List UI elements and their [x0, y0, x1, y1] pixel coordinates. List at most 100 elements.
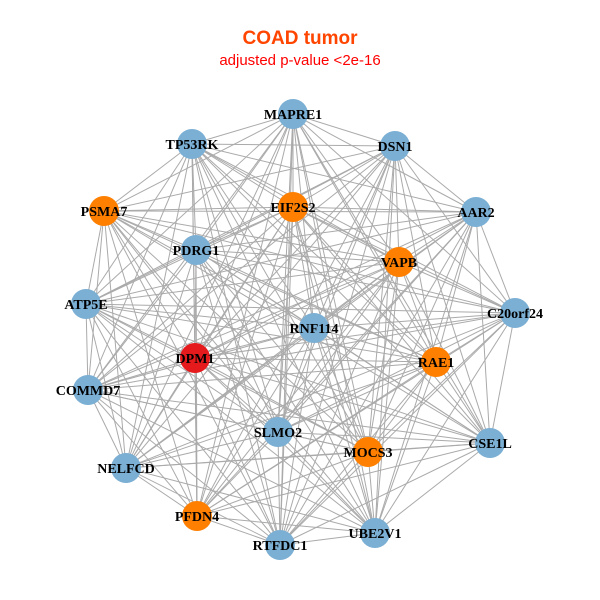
node-CSE1L: CSE1L [468, 428, 512, 458]
edge-DPM1-PFDN4 [194, 357, 198, 517]
edge-VAPB-COMMD7 [87, 261, 400, 391]
edge-MAPRE1-NELFCD [125, 113, 294, 469]
edge-SLMO2-NELFCD [125, 431, 279, 469]
node-label: VAPB [381, 256, 417, 271]
edge-PDRG1-UBE2V1 [195, 249, 376, 534]
edge-CSE1L-UBE2V1 [374, 442, 491, 534]
edge-DSN1-RNF114 [313, 145, 396, 329]
edge-DSN1-PSMA7 [103, 145, 396, 212]
edge-RAE1-UBE2V1 [374, 361, 437, 534]
edge-CSE1L-NELFCD [125, 442, 491, 469]
edge-TP53RK-DSN1 [191, 143, 396, 147]
node-label: PDRG1 [173, 244, 220, 259]
edge-AAR2-CSE1L [475, 211, 491, 444]
node-circle [111, 453, 141, 483]
edge-PDRG1-SLMO2 [195, 249, 279, 433]
edge-PDRG1-C20orf24 [195, 249, 516, 314]
node-PFDN4: PFDN4 [175, 501, 219, 531]
edge-PDRG1-RAE1 [195, 249, 437, 363]
node-SLMO2: SLMO2 [254, 417, 302, 447]
edge-TP53RK-RAE1 [191, 143, 437, 363]
node-circle [500, 298, 530, 328]
edge-VAPB-MOCS3 [367, 261, 400, 453]
edge-TP53RK-SLMO2 [191, 143, 279, 433]
node-DSN1: DSN1 [377, 131, 413, 161]
figure-title: COAD tumor [242, 28, 358, 49]
edge-RNF114-MOCS3 [313, 327, 369, 453]
edge-PSMA7-RTFDC1 [103, 210, 281, 546]
edge-DSN1-PFDN4 [196, 145, 396, 517]
node-PSMA7: PSMA7 [81, 196, 128, 226]
edge-RAE1-COMMD7 [87, 361, 437, 391]
node-RNF114: RNF114 [290, 313, 339, 343]
edge-AAR2-PDRG1 [195, 211, 477, 251]
node-label: AAR2 [457, 206, 494, 221]
node-label: PSMA7 [81, 205, 128, 220]
edge-MAPRE1-RNF114 [292, 113, 315, 329]
node-DPM1: DPM1 [176, 343, 214, 373]
edge-MAPRE1-SLMO2 [277, 113, 294, 433]
node-label: SLMO2 [254, 426, 302, 441]
node-MAPRE1: MAPRE1 [264, 99, 322, 129]
edge-DSN1-COMMD7 [87, 145, 396, 391]
edge-C20orf24-UBE2V1 [374, 312, 516, 534]
edge-PFDN4-UBE2V1 [196, 515, 376, 534]
edge-UBE2V1-RTFDC1 [279, 532, 376, 546]
edge-MAPRE1-CSE1L [292, 113, 491, 444]
edge-VAPB-PFDN4 [196, 261, 400, 517]
edge-MAPRE1-C20orf24 [292, 113, 516, 314]
node-EIF2S2: EIF2S2 [270, 192, 316, 222]
edge-PDRG1-VAPB [195, 249, 400, 263]
edge-SLMO2-PFDN4 [196, 431, 279, 517]
node-label: RAE1 [418, 356, 455, 371]
node-circle [384, 247, 414, 277]
edge-PDRG1-ATP5E [85, 249, 197, 305]
edge-RNF114-RAE1 [313, 327, 437, 363]
node-circle [461, 197, 491, 227]
edges [85, 113, 516, 546]
node-label: RNF114 [290, 322, 339, 337]
edge-MAPRE1-TP53RK [191, 113, 294, 145]
edge-VAPB-RAE1 [398, 261, 437, 363]
edge-C20orf24-RTFDC1 [279, 312, 516, 546]
edge-DPM1-RAE1 [194, 357, 437, 363]
edge-ATP5E-RAE1 [85, 303, 437, 363]
edge-PSMA7-EIF2S2 [103, 206, 294, 212]
edge-MAPRE1-AAR2 [292, 113, 477, 213]
edge-DPM1-MOCS3 [194, 357, 369, 453]
node-C20orf24: C20orf24 [487, 298, 543, 328]
node-label: EIF2S2 [270, 201, 315, 216]
edge-AAR2-VAPB [398, 211, 477, 263]
edge-TP53RK-COMMD7 [87, 143, 193, 391]
node-circle [421, 347, 451, 377]
edge-C20orf24-CSE1L [489, 312, 516, 444]
edge-SLMO2-CSE1L [277, 431, 491, 444]
edge-PSMA7-CSE1L [103, 210, 491, 444]
edge-DSN1-UBE2V1 [374, 145, 396, 534]
edge-RAE1-PFDN4 [196, 361, 437, 517]
edge-COMMD7-PFDN4 [87, 389, 198, 517]
edge-MAPRE1-PSMA7 [103, 113, 294, 212]
edge-MAPRE1-PFDN4 [196, 113, 294, 517]
edge-DPM1-SLMO2 [194, 357, 279, 433]
edge-VAPB-SLMO2 [277, 261, 400, 433]
edge-PDRG1-MOCS3 [195, 249, 369, 453]
edge-MOCS3-PFDN4 [196, 451, 369, 517]
edge-PSMA7-UBE2V1 [103, 210, 376, 534]
edge-PDRG1-RTFDC1 [195, 249, 281, 546]
edge-NELFCD-UBE2V1 [125, 467, 376, 534]
edge-DSN1-C20orf24 [394, 145, 516, 314]
edge-AAR2-C20orf24 [475, 211, 516, 314]
edge-AAR2-DPM1 [194, 211, 477, 359]
node-label: MAPRE1 [264, 108, 322, 123]
node-circle [299, 313, 329, 343]
edge-RNF114-NELFCD [125, 327, 315, 469]
node-circle [380, 131, 410, 161]
edge-COMMD7-RTFDC1 [87, 389, 281, 546]
edge-ATP5E-PFDN4 [85, 303, 198, 517]
node-circle [89, 196, 119, 226]
node-circle [265, 530, 295, 560]
edge-C20orf24-MOCS3 [367, 312, 516, 453]
edge-TP53RK-ATP5E [85, 143, 193, 305]
